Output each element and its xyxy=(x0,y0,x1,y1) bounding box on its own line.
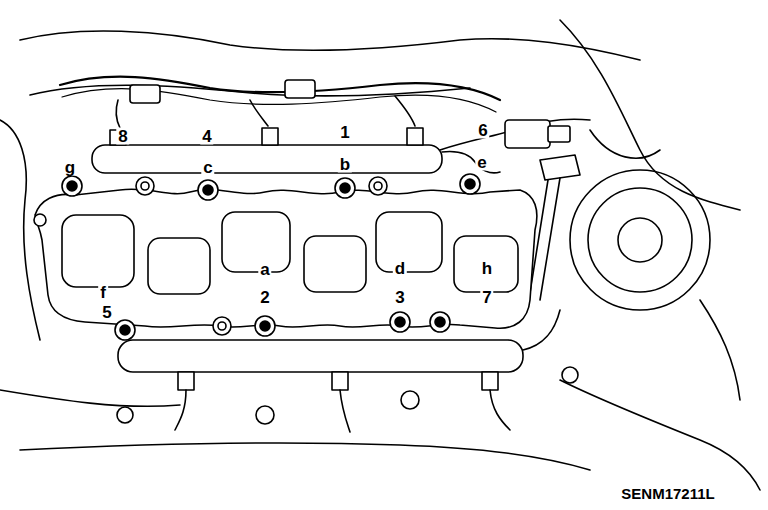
bolt-sequence-label: 2 xyxy=(258,289,271,306)
bolt-sequence-label: f xyxy=(98,284,108,301)
bolt-sequence-label: d xyxy=(393,260,407,277)
bolt-sequence-label: a xyxy=(258,261,271,278)
bolt-sequence-label: g xyxy=(63,159,77,176)
bolt-sequence-label: 4 xyxy=(200,128,213,145)
bolt-sequence-label: 8 xyxy=(116,128,129,145)
bolt-sequence-label: 7 xyxy=(480,289,493,306)
bolt-sequence-label: 5 xyxy=(100,304,113,321)
bolt-sequence-label: h xyxy=(480,260,494,277)
bolt-sequence-label: e xyxy=(475,154,488,171)
bolt-sequence-label: 1 xyxy=(338,124,351,141)
bolt-sequence-label: 3 xyxy=(393,289,406,306)
bolt-sequence-label: 6 xyxy=(476,122,489,139)
bolt-sequence-label: b xyxy=(338,156,352,173)
bolt-sequence-label: c xyxy=(201,159,214,176)
figure-code: SENM17211L xyxy=(619,486,716,501)
